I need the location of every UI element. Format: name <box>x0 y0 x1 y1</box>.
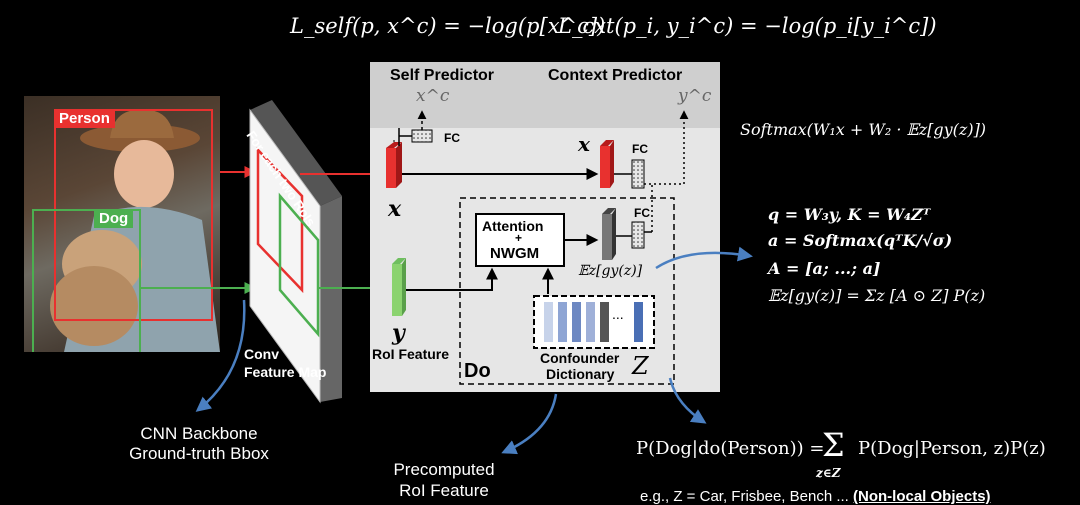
non-local-objects-label: (Non-local Objects) <box>853 488 991 505</box>
context-fc-block-upper <box>631 159 645 189</box>
ground-truth-bbox-label: Ground-truth Bbox <box>129 444 269 463</box>
example-confounders-text: e.g., Z = Car, Frisbee, Bench ... <box>640 488 849 505</box>
context-predictor-label: Context Predictor <box>548 67 683 84</box>
attention-nwgm-box <box>475 213 565 267</box>
feature-map-red-roi <box>256 146 304 294</box>
dictionary-ellipsis: ... <box>612 306 624 322</box>
person-bbox-label: Person <box>54 109 115 128</box>
y-to-attention-arrow <box>406 267 498 291</box>
causal-sum-symbol: Σ <box>822 426 845 464</box>
conv-caption: Conv <box>244 346 279 362</box>
yc-symbol: y^c <box>678 86 712 106</box>
expectation-label: 𝔼z[gy(z)] <box>578 263 643 279</box>
feature-map-face <box>249 108 321 404</box>
dictionary-label: Dictionary <box>546 366 615 382</box>
self-loss-equation: L_self(p, x^c) = −log(p[x^c]) <box>290 14 606 38</box>
map-to-backbone-arrow <box>195 299 246 412</box>
expectation-to-equations-arrow <box>655 246 753 270</box>
z-dictionary-symbol: Z <box>632 352 649 380</box>
feature-map-caption: Feature Map <box>244 364 327 380</box>
context-loss-equation: L_cxt(p_i, y_i^c) = −log(p_i[y_i^c]) <box>558 14 937 38</box>
softmax-equation: Softmax(W₁x + W₂ · 𝔼z[gy(z)]) <box>740 120 987 139</box>
x-context-block <box>600 146 610 188</box>
attention-matrix-equation: A = [a; ...; a] <box>768 259 881 278</box>
y-feature-block <box>392 264 402 316</box>
x-feature-block <box>386 148 396 188</box>
attention-plus: + <box>515 231 523 245</box>
precomputed-roi-feature-label: RoI Feature <box>399 481 489 500</box>
expectation-equation: 𝔼z[gy(z)] = Σz [A ⊙ Z] P(z) <box>768 286 986 305</box>
example-confounders-line: e.g., Z = Car, Frisbee, Bench ... (Non-l… <box>640 488 1076 505</box>
self-fc-label: FC <box>444 131 460 145</box>
query-key-equation: q = W₃y, K = W₄Zᵀ <box>768 205 931 224</box>
roi-feature-label: RoI Feature <box>372 346 450 362</box>
person-bbox <box>54 109 213 321</box>
do-to-causal-arrow <box>668 377 707 424</box>
context-fc-label-upper: FC <box>632 142 648 156</box>
x-feature-top <box>386 142 402 148</box>
context-fc-block-lower <box>631 221 645 249</box>
dog-bbox <box>32 209 141 352</box>
y-symbol: y <box>392 320 405 346</box>
precomputed-label: Precomputed <box>393 460 495 479</box>
feature-map-green-roi <box>278 192 320 338</box>
feature-map-side-edge <box>320 196 342 402</box>
causal-equation-rhs: P(Dog|Person, z)P(z) <box>858 438 1046 459</box>
cnn-backbone-label: CNN Backbone <box>140 424 258 443</box>
predictor-panel-header <box>370 62 720 128</box>
self-fc-block <box>411 129 433 143</box>
causal-sum-subscript: z∈Z <box>816 466 841 480</box>
x-context-symbol: x <box>578 132 590 156</box>
nwgm-label: NWGM <box>490 245 540 262</box>
dog-bbox-label: Dog <box>94 209 134 228</box>
do-label: Do <box>464 360 491 382</box>
xc-symbol: x^c <box>416 86 450 106</box>
input-photo: Person Dog <box>24 96 220 352</box>
photo-illustration <box>50 109 220 352</box>
self-predictor-label: Self Predictor <box>390 67 495 84</box>
expectation-block <box>602 214 612 260</box>
context-fc-label-lower: FC <box>634 206 650 220</box>
feature-map-top-edge <box>250 100 342 206</box>
attention-label: Attention <box>482 218 544 234</box>
x-symbol: x <box>388 196 402 222</box>
dictionary-to-precomputed-arrow <box>501 393 558 455</box>
confounder-label: Confounder <box>540 350 620 366</box>
attention-weight-equation: a = Softmax(qᵀK/√σ) <box>768 231 953 250</box>
causal-equation-lhs: P(Dog|do(Person)) = <box>636 438 825 459</box>
